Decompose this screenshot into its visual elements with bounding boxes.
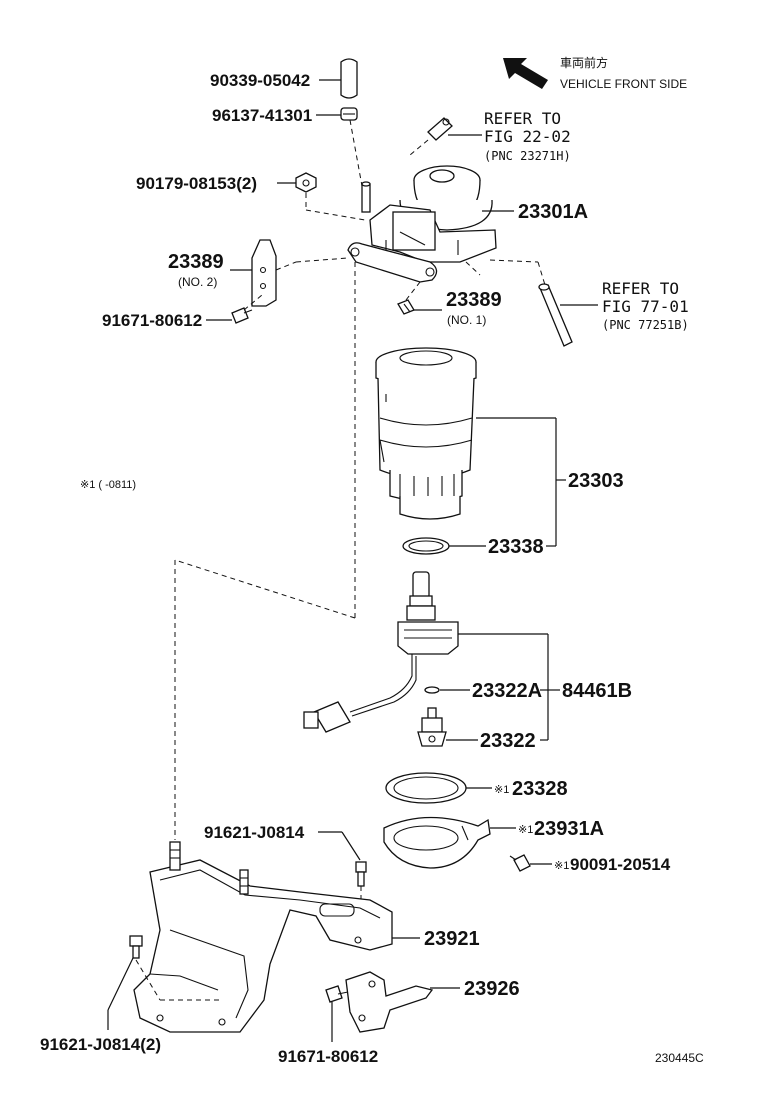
- footnote-mark: ※1 ( -0811): [80, 479, 136, 491]
- part-label-91621-top[interactable]: 91621-J0814: [204, 823, 305, 842]
- drain-plug-part-icon: [417, 707, 447, 747]
- figure-id: 230445C: [655, 1051, 704, 1065]
- bracket-23926-part-icon: [345, 971, 434, 1033]
- filter-element-part-icon: [375, 347, 477, 520]
- bolt-90091-part-icon: [509, 854, 531, 872]
- part-label-23389-no1[interactable]: 23389: [446, 289, 502, 311]
- part-label-91621-bot[interactable]: 91621-J0814(2): [40, 1035, 161, 1054]
- vehicle-front-arrow-icon: [503, 58, 548, 89]
- bolt-91621-bot-part-icon: [129, 935, 143, 959]
- filter-head-part-icon: [347, 165, 497, 283]
- mark-23328: ※1: [494, 784, 509, 796]
- bracket-no2-part-icon: [251, 239, 277, 307]
- sensor-connector-part-icon: [427, 117, 453, 141]
- part-label-91671-top[interactable]: 91671-80612: [102, 311, 202, 330]
- part-label-96137[interactable]: 96137-41301: [212, 106, 312, 125]
- o-ring-23322A-part-icon: [424, 686, 440, 694]
- o-ring-23338-part-icon: [402, 537, 450, 555]
- part-label-23322A[interactable]: 23322A: [472, 680, 542, 702]
- refer-fig-22-02-pnc: (PNC 23271H): [484, 149, 571, 163]
- main-bracket-part-icon: [133, 841, 393, 1033]
- refer-fig-22-02-line2[interactable]: FIG 22-02: [484, 127, 571, 146]
- part-label-90339[interactable]: 90339-05042: [210, 71, 310, 90]
- bolt-top-part-icon: [231, 307, 253, 324]
- part-label-23303[interactable]: 23303: [568, 470, 624, 492]
- fuel-hose-part-icon: [538, 283, 573, 347]
- refer-fig-77-01-line1[interactable]: REFER TO: [602, 279, 679, 298]
- water-sensor-part-icon: [303, 571, 459, 733]
- part-label-91671-bot[interactable]: 91671-80612: [278, 1047, 378, 1066]
- part-label-23338[interactable]: 23338: [488, 536, 544, 558]
- part-label-23931A[interactable]: 23931A: [534, 818, 604, 840]
- nut-part-icon: [295, 172, 317, 193]
- refer-fig-77-01-line2[interactable]: FIG 77-01: [602, 297, 689, 316]
- part-label-23921[interactable]: 23921: [424, 928, 480, 950]
- clamp-part-icon: [340, 107, 358, 121]
- gasket-ring-part-icon: [385, 772, 467, 804]
- part-label-23389-no1-sub: (NO. 1): [447, 313, 486, 327]
- part-label-84461B[interactable]: 84461B: [562, 680, 632, 702]
- cap-part-icon: [340, 58, 358, 99]
- bolt-91621-top-part-icon: [355, 861, 367, 887]
- direction-label-jp: 車両前方: [560, 55, 608, 70]
- mark-23931A: ※1: [518, 824, 533, 836]
- part-label-90179[interactable]: 90179-08153(2): [136, 174, 257, 193]
- part-label-90091[interactable]: 90091-20514: [570, 855, 671, 874]
- mark-90091: ※1: [554, 860, 569, 872]
- refer-fig-77-01-pnc: (PNC 77251B): [602, 318, 689, 332]
- clamp-cup-part-icon: [383, 816, 491, 869]
- part-label-23301A[interactable]: 23301A: [518, 201, 588, 223]
- part-label-23389-no2[interactable]: 23389: [168, 251, 224, 273]
- refer-fig-22-02-line1[interactable]: REFER TO: [484, 109, 561, 128]
- part-label-23328[interactable]: 23328: [512, 778, 568, 800]
- bolt-91671-bot-part-icon: [325, 985, 349, 1003]
- part-label-23322[interactable]: 23322: [480, 730, 536, 752]
- part-label-23389-no2-sub: (NO. 2): [178, 275, 217, 289]
- clip-no1-part-icon: [397, 299, 415, 315]
- direction-label-en: VEHICLE FRONT SIDE: [560, 77, 687, 91]
- part-label-23926[interactable]: 23926: [464, 978, 520, 1000]
